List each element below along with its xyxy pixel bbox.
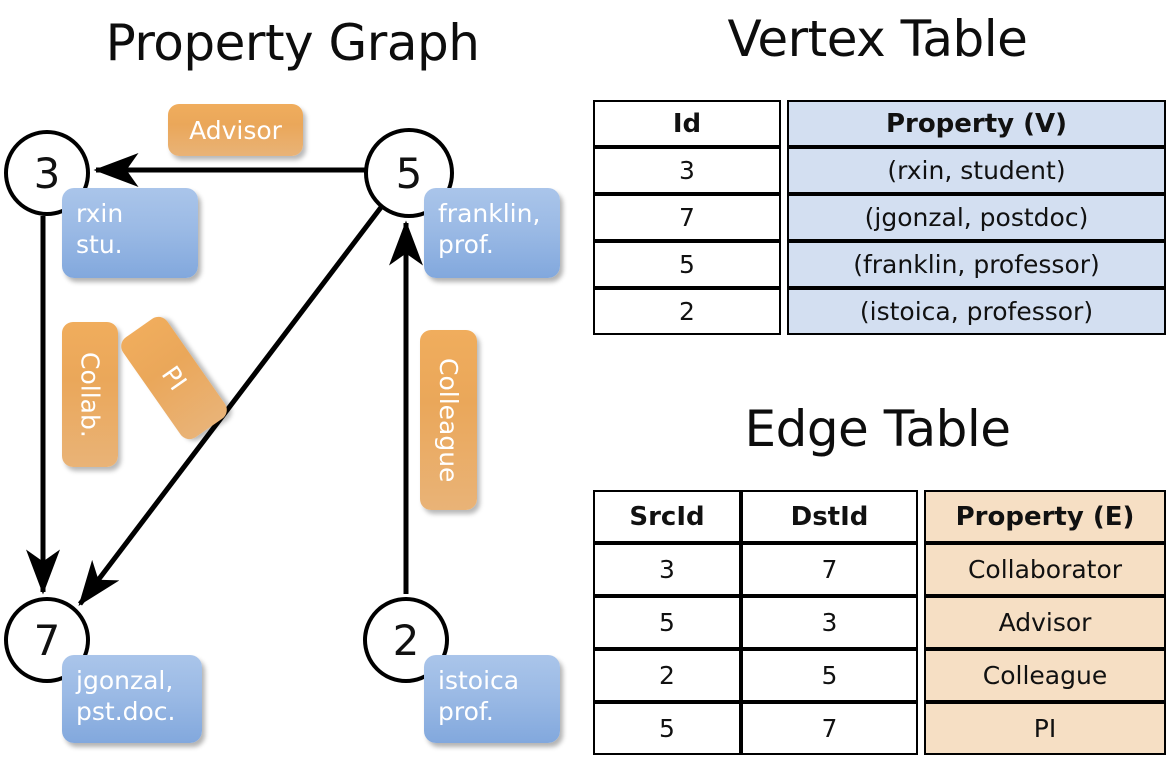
edge-row-3-dst: 7 bbox=[741, 702, 918, 755]
vertex-bubble-franklin-line1: franklin, bbox=[438, 199, 541, 228]
edge-row-2-src: 2 bbox=[593, 649, 741, 702]
table-row: 2 5 Colleague bbox=[593, 649, 1166, 702]
edge-row-1-property: Advisor bbox=[924, 596, 1166, 649]
graph-edge-lines bbox=[26, 153, 423, 606]
graph-node-5-label: 5 bbox=[395, 148, 423, 198]
edge-bubble-colleague: Colleague bbox=[420, 330, 477, 510]
page-title-edge-table: Edge Table bbox=[744, 400, 1011, 458]
edge-bubble-colleague-label: Colleague bbox=[434, 357, 463, 483]
vertex-table: Id Property (V) 3 (rxin, student) 7 (jgo… bbox=[593, 100, 1166, 335]
vertex-table-col-id: Id bbox=[593, 100, 781, 147]
page-title-vertex-table: Vertex Table bbox=[727, 10, 1028, 68]
vertex-bubble-franklin: franklin, prof. bbox=[424, 188, 560, 278]
graph-node-7-label: 7 bbox=[33, 615, 61, 665]
edge-bubble-collab: Collab. bbox=[62, 322, 118, 467]
vertex-row-1-property: (jgonzal, postdoc) bbox=[787, 194, 1166, 241]
vertex-row-1-id: 7 bbox=[593, 194, 781, 241]
edge-row-0-src: 3 bbox=[593, 543, 741, 596]
table-row: 5 (franklin, professor) bbox=[593, 241, 1166, 288]
page-title-property-graph: Property Graph bbox=[105, 14, 480, 72]
edge-table-header-row: SrcId DstId Property (E) bbox=[593, 490, 1166, 543]
edge-table-col-property: Property (E) bbox=[924, 490, 1166, 543]
vertex-bubble-jgonzal: jgonzal, pst.doc. bbox=[62, 655, 202, 743]
vertex-bubble-rxin: rxin stu. bbox=[62, 188, 198, 278]
graph-node-2[interactable]: 2 bbox=[363, 597, 449, 683]
edge-row-1-dst: 3 bbox=[741, 596, 918, 649]
edge-row-3-src: 5 bbox=[593, 702, 741, 755]
table-row: 7 (jgonzal, postdoc) bbox=[593, 194, 1166, 241]
edge-bubble-advisor: Advisor bbox=[168, 104, 303, 156]
edge-5-to-7 bbox=[78, 204, 384, 606]
table-row: 3 7 Collaborator bbox=[593, 543, 1166, 596]
vertex-table-col-property: Property (V) bbox=[787, 100, 1166, 147]
vertex-bubble-rxin-line2: stu. bbox=[76, 229, 123, 259]
vertex-bubble-istoica-line2: prof. bbox=[438, 696, 494, 726]
table-row: 5 3 Advisor bbox=[593, 596, 1166, 649]
edge-bubble-pi-label: PI bbox=[155, 360, 193, 396]
vertex-bubble-istoica: istoica prof. bbox=[424, 655, 560, 743]
vertex-bubble-rxin-line1: rxin bbox=[76, 199, 124, 228]
edge-table-col-srcid: SrcId bbox=[593, 490, 741, 543]
edge-row-3-property: PI bbox=[924, 702, 1166, 755]
vertex-table-header-row: Id Property (V) bbox=[593, 100, 1166, 147]
vertex-row-3-id: 2 bbox=[593, 288, 781, 335]
vertex-row-2-id: 5 bbox=[593, 241, 781, 288]
vertex-row-3-property: (istoica, professor) bbox=[787, 288, 1166, 335]
vertex-bubble-istoica-line1: istoica bbox=[438, 666, 520, 695]
graph-node-5[interactable]: 5 bbox=[364, 128, 454, 218]
graph-node-2-label: 2 bbox=[392, 615, 420, 665]
table-row: 3 (rxin, student) bbox=[593, 147, 1166, 194]
table-row: 5 7 PI bbox=[593, 702, 1166, 755]
property-graph-diagram: 3 5 7 2 rxin stu. franklin, prof. jgonza… bbox=[4, 104, 560, 743]
graph-node-3-label: 3 bbox=[33, 148, 61, 198]
edge-table-col-dstid: DstId bbox=[741, 490, 918, 543]
edge-row-0-dst: 7 bbox=[741, 543, 918, 596]
vertex-row-0-property: (rxin, student) bbox=[787, 147, 1166, 194]
edge-bubble-advisor-label: Advisor bbox=[189, 115, 282, 145]
vertex-bubble-jgonzal-line1: jgonzal, bbox=[76, 666, 174, 695]
edge-table: SrcId DstId Property (E) 3 7 Collaborato… bbox=[593, 490, 1166, 755]
edge-row-2-property: Colleague bbox=[924, 649, 1166, 702]
edge-row-1-src: 5 bbox=[593, 596, 741, 649]
edge-row-2-dst: 5 bbox=[741, 649, 918, 702]
vertex-bubble-jgonzal-line2: pst.doc. bbox=[76, 696, 176, 726]
edge-row-0-property: Collaborator bbox=[924, 543, 1166, 596]
vertex-bubble-franklin-line2: prof. bbox=[438, 229, 494, 259]
edge-bubble-collab-label: Collab. bbox=[75, 351, 105, 438]
vertex-row-0-id: 3 bbox=[593, 147, 781, 194]
table-row: 2 (istoica, professor) bbox=[593, 288, 1166, 335]
vertex-row-2-property: (franklin, professor) bbox=[787, 241, 1166, 288]
